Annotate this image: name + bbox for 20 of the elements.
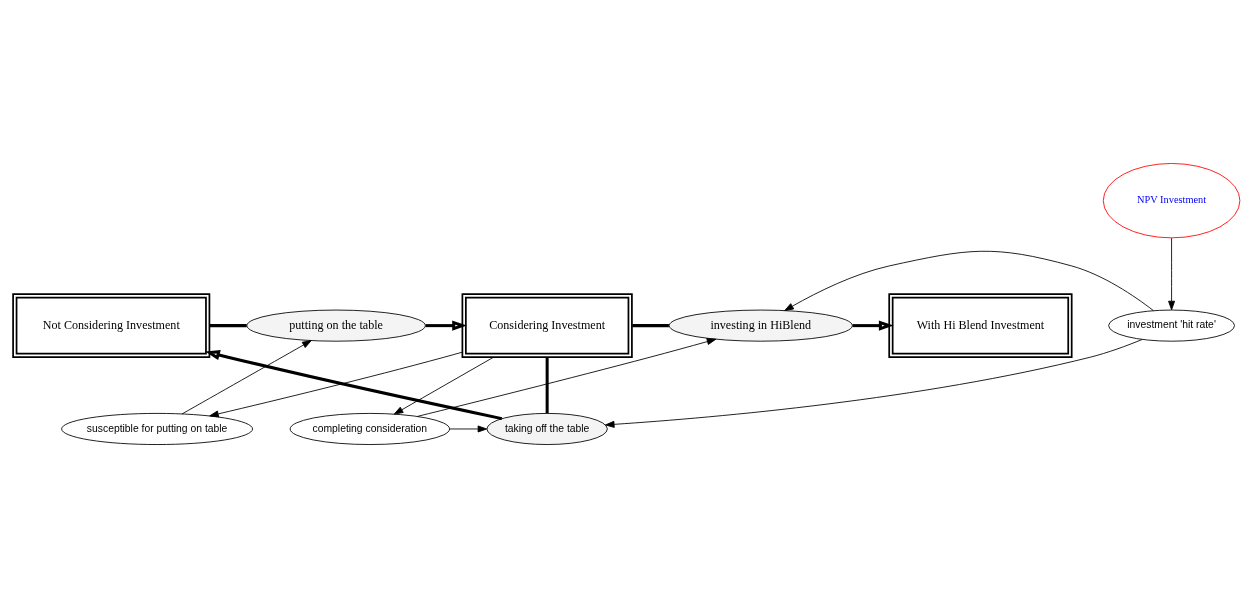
arrow xyxy=(393,356,494,415)
arrow xyxy=(417,337,717,417)
node-ellipse: completing consideration xyxy=(289,412,450,445)
arrow xyxy=(205,349,503,420)
connector xyxy=(545,356,549,413)
arrow xyxy=(209,351,463,417)
connector xyxy=(632,323,669,327)
node-ellipse: investing in HiBlend xyxy=(668,309,853,342)
connector xyxy=(209,323,247,327)
arrow xyxy=(605,338,1143,428)
arrow xyxy=(852,319,894,331)
node-ellipse: putting on the table xyxy=(246,309,426,342)
arrow xyxy=(425,319,467,331)
node-ellipse: taking off the table xyxy=(486,412,608,445)
arrow xyxy=(181,339,312,414)
node-ellipse: investment 'hit rate' xyxy=(1108,309,1235,342)
arrow xyxy=(784,250,1154,311)
arrow xyxy=(1168,237,1176,310)
arrow xyxy=(449,425,488,432)
node-ellipse: NPV Investment xyxy=(1102,162,1241,238)
